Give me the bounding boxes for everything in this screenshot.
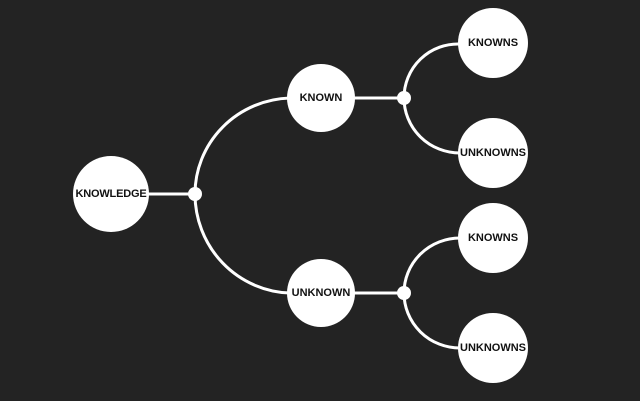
junction-dot-root — [188, 187, 202, 201]
node-unknown-knowns-circle — [458, 203, 528, 273]
node-known-circle — [287, 64, 355, 132]
node-unknown-label: UNKNOWN — [292, 287, 351, 299]
node-known-knowns: KNOWNS — [458, 8, 528, 78]
node-known: KNOWN — [287, 64, 355, 132]
node-unknown-unknowns-label: UNKNOWNS — [460, 342, 526, 354]
edge-known-junction-to-knowns — [402, 42, 461, 99]
edge-junction-to-unknown — [193, 193, 291, 295]
edge-unknown-junction-to-unknowns — [402, 292, 461, 350]
node-unknown: UNKNOWN — [287, 259, 355, 327]
node-unknown-knowns-label: KNOWNS — [468, 232, 518, 244]
node-known-unknowns-label: UNKNOWNS — [460, 147, 526, 159]
edge-junction-to-known — [193, 96, 291, 195]
node-unknown-unknowns-circle — [458, 313, 528, 383]
node-known-unknowns-circle — [458, 118, 528, 188]
node-known-knowns-circle — [458, 8, 528, 78]
node-known-unknowns: UNKNOWNS — [458, 118, 528, 188]
edge-unknown-junction-to-knowns — [402, 236, 461, 294]
node-known-knowns-label: KNOWNS — [468, 37, 518, 49]
junction-dot-known — [397, 91, 411, 105]
node-unknown-circle — [287, 259, 355, 327]
junction-dot-unknown — [397, 286, 411, 300]
node-knowledge-label: KNOWLEDGE — [76, 188, 147, 200]
node-knowledge: KNOWLEDGE — [73, 156, 149, 232]
node-unknown-knowns: KNOWNS — [458, 203, 528, 273]
edge-known-junction-to-unknowns — [402, 97, 461, 155]
node-unknown-unknowns: UNKNOWNS — [458, 313, 528, 383]
node-knowledge-circle — [73, 156, 149, 232]
node-known-label: KNOWN — [300, 92, 343, 104]
